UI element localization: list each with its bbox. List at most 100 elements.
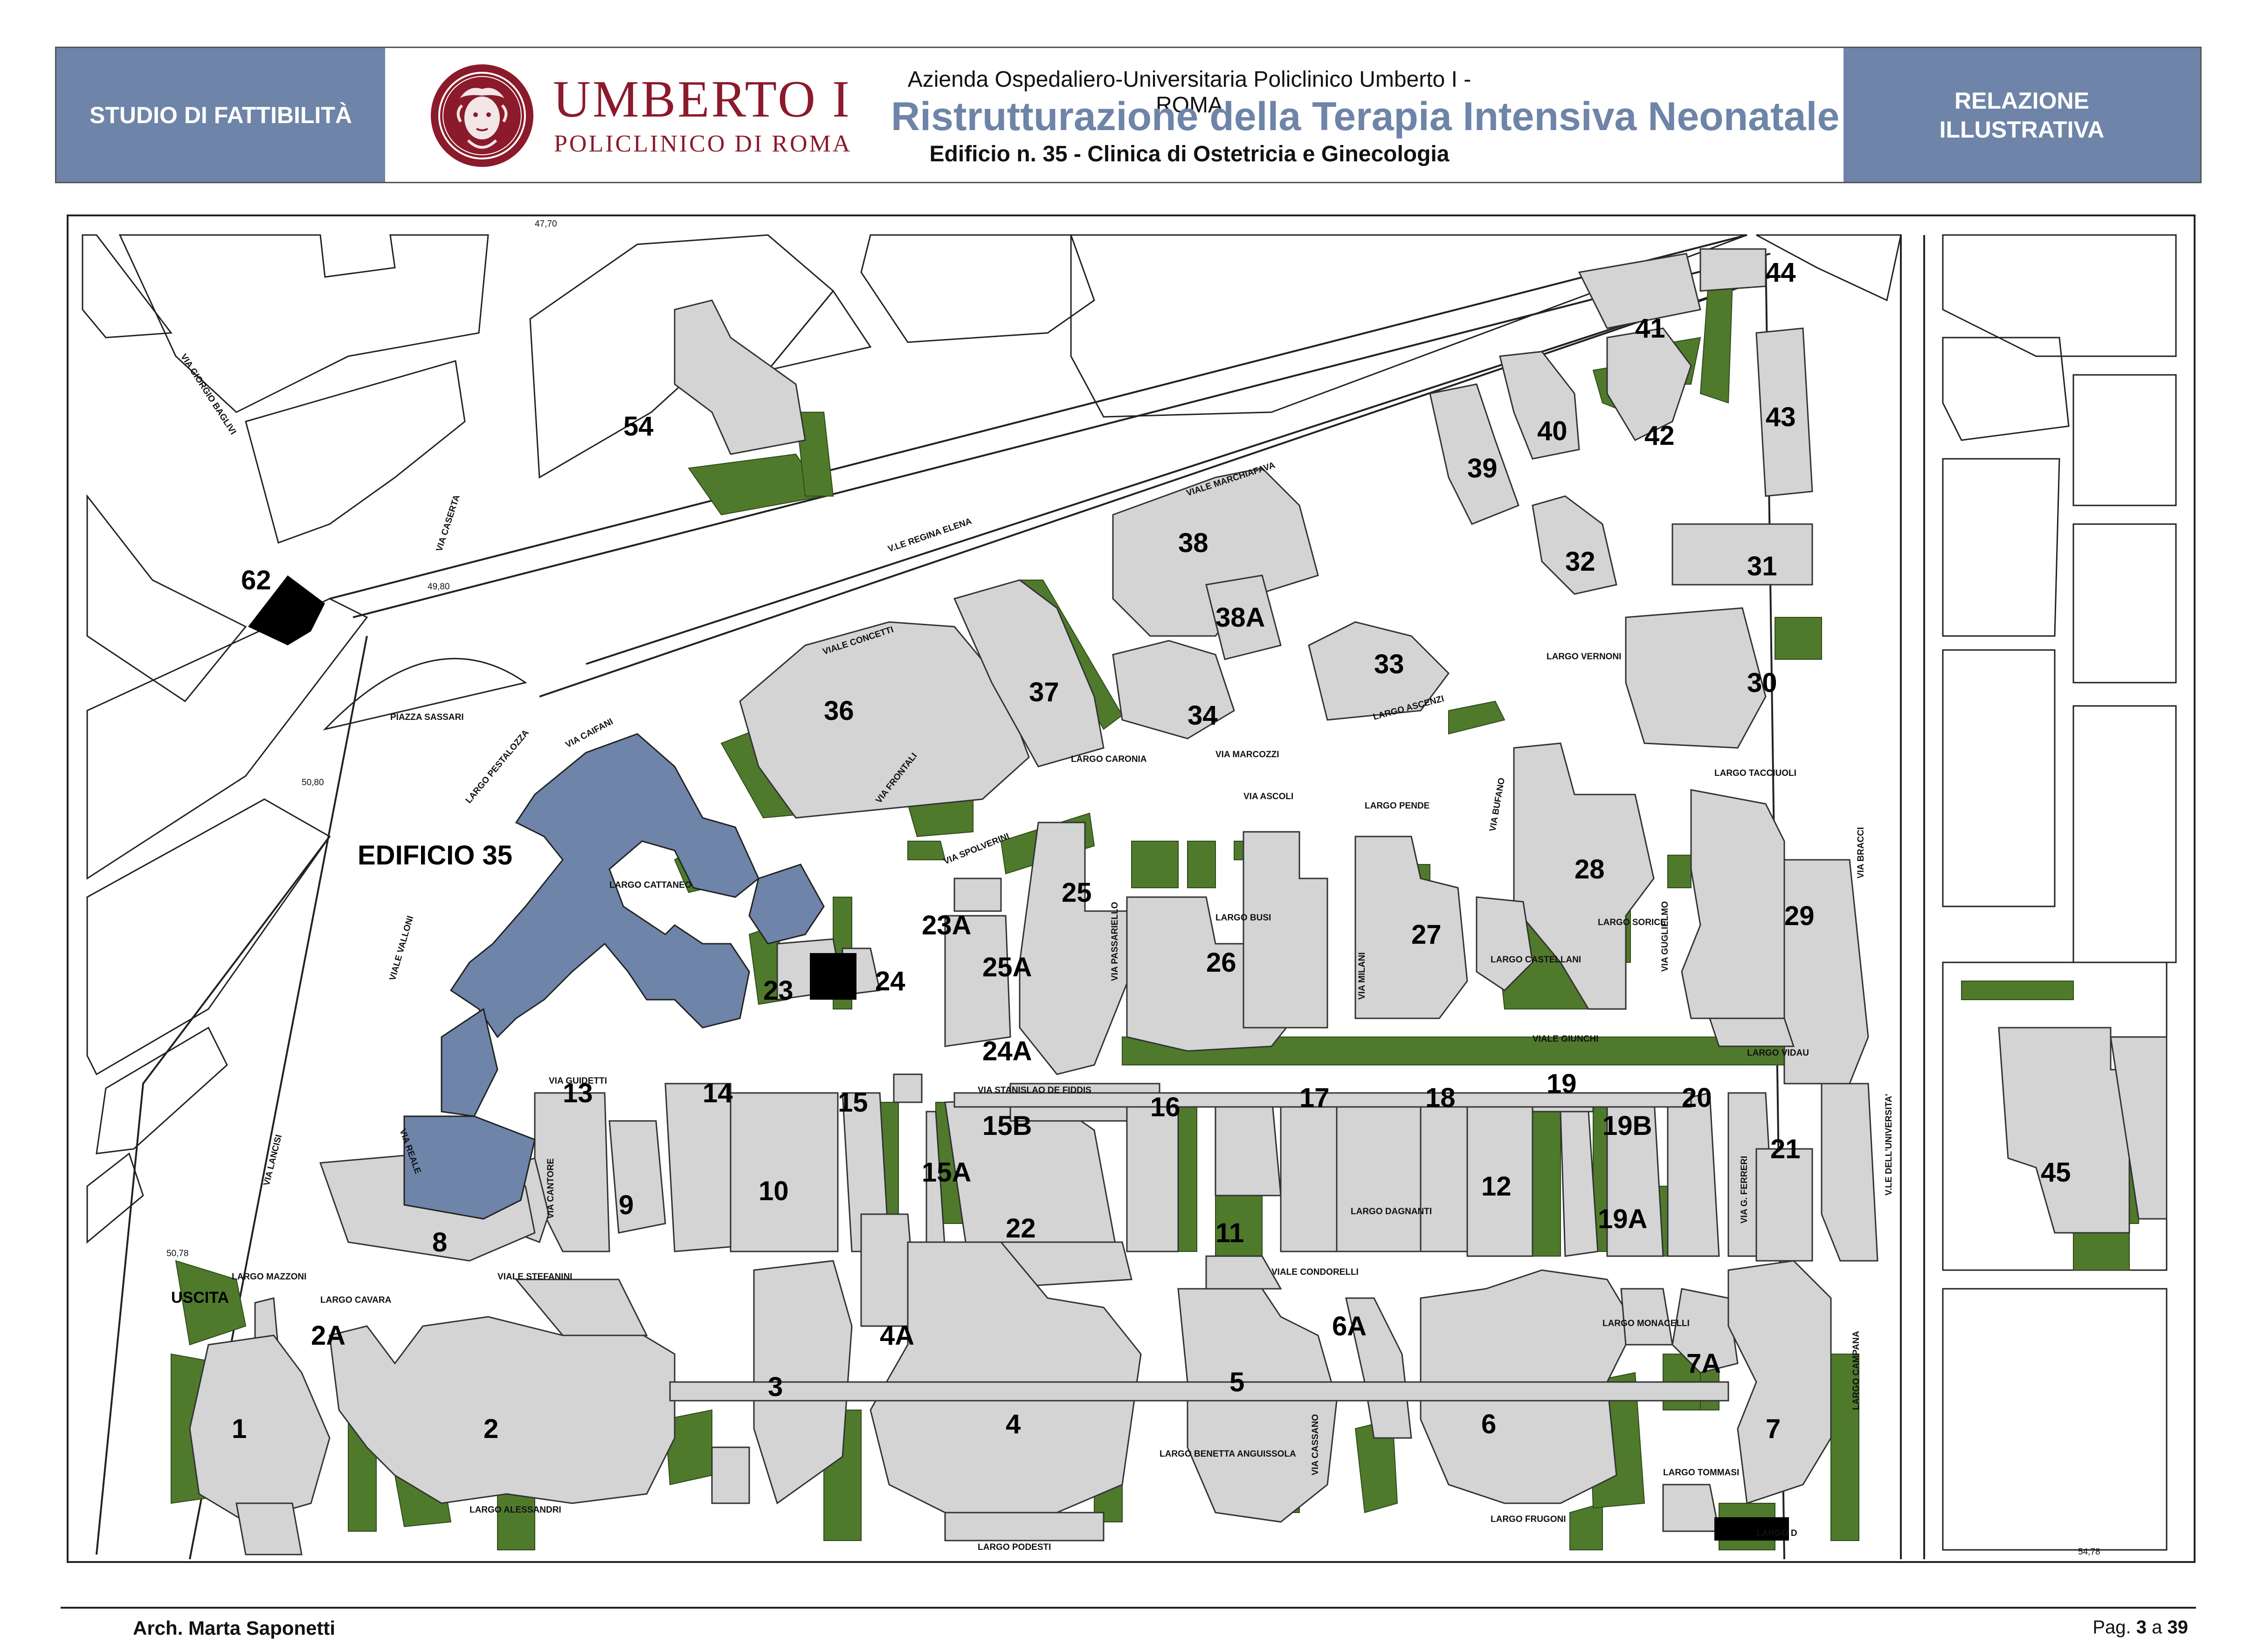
street-label: VIA GUIDETTI xyxy=(549,1076,607,1086)
author-name: Arch. Marta Saponetti xyxy=(133,1617,336,1639)
elevation-marks: 47,70 49,80 50,80 50,78 54,78 xyxy=(166,219,2100,1557)
building-1: 1 xyxy=(232,1414,247,1444)
document-type-line-1: RELAZIONE xyxy=(1954,87,2089,114)
building-24: 24 xyxy=(875,966,905,996)
elevation-label: 50,80 xyxy=(302,778,324,788)
building-20: 20 xyxy=(1682,1083,1712,1113)
building-32: 32 xyxy=(1565,546,1595,577)
street-label: VIA BUFANO xyxy=(1488,777,1507,832)
building-30: 30 xyxy=(1747,668,1777,698)
street-label: LARGO BUSI xyxy=(1215,913,1271,923)
page-prefix: Pag. xyxy=(2092,1617,2131,1638)
building-28: 28 xyxy=(1574,854,1605,885)
street-label: LARGO MONACELLI xyxy=(1602,1319,1690,1328)
elevation-label: 54,78 xyxy=(2078,1547,2100,1557)
building-15b: 15B xyxy=(982,1111,1032,1141)
street-label: VIA CASSANO xyxy=(1311,1414,1320,1475)
building-36: 36 xyxy=(824,696,854,726)
street-label: VIA CASERTA xyxy=(435,493,462,553)
building-4: 4 xyxy=(1006,1409,1021,1439)
building-21: 21 xyxy=(1770,1134,1801,1164)
study-type-text: STUDIO DI FATTIBILITÀ xyxy=(90,102,352,128)
elevation-label: 49,80 xyxy=(428,582,450,592)
street-label: LARGO PESTALOZZA xyxy=(464,728,531,805)
document-type-line-2: ILLUSTRATIVA xyxy=(1939,116,2105,143)
building-39: 39 xyxy=(1467,453,1498,484)
street-label: VIA GUGLIELMO xyxy=(1660,901,1670,972)
elevation-label: 50,78 xyxy=(166,1249,189,1258)
street-label: VIA MARCOZZI xyxy=(1215,750,1279,760)
building-23: 23 xyxy=(763,975,794,1006)
exit-label: USCITA xyxy=(171,1289,229,1306)
building-25a: 25A xyxy=(982,952,1032,982)
street-label: LARGO PODESTI xyxy=(978,1542,1051,1552)
edificio-35-label: EDIFICIO 35 xyxy=(358,840,512,871)
street-label: VIA BRACCI xyxy=(1856,827,1866,878)
street-label: LARGO TACCIUOLI xyxy=(1714,768,1796,778)
building-14: 14 xyxy=(703,1078,733,1108)
street-label: V.LE DELL'UNIVERSITA' xyxy=(1884,1094,1894,1196)
street-label: LARGO CARONIA xyxy=(1071,754,1147,764)
site-plan-map: .b { fill:#d4d4d4; stroke:#333; stroke-w… xyxy=(67,214,2196,1563)
building-19: 19 xyxy=(1547,1069,1577,1099)
logo-name: UMBERTO I xyxy=(553,70,852,128)
building-7a: 7A xyxy=(1686,1348,1721,1379)
study-type-label: STUDIO DI FATTIBILITÀ xyxy=(56,48,385,182)
building-7: 7 xyxy=(1766,1414,1781,1444)
street-label: VIA CANTORE xyxy=(546,1158,556,1219)
building-38a: 38A xyxy=(1215,602,1265,633)
building-41: 41 xyxy=(1635,313,1665,344)
street-label: VIA STANISLAO DE FIDDIS xyxy=(978,1085,1091,1095)
street-label: LARGO CATTANEO xyxy=(609,880,692,890)
elevation-label: 47,70 xyxy=(535,219,557,229)
building-5: 5 xyxy=(1229,1367,1244,1397)
street-label: LARGO VIDAU xyxy=(1747,1048,1809,1058)
building-2: 2 xyxy=(483,1414,498,1444)
building-25: 25 xyxy=(1062,878,1092,908)
building-13: 13 xyxy=(563,1078,593,1108)
footer-divider xyxy=(61,1607,2196,1609)
building-44: 44 xyxy=(1766,257,1796,288)
building-10: 10 xyxy=(759,1176,789,1206)
page-number: 3 xyxy=(2136,1617,2147,1638)
building-27: 27 xyxy=(1411,919,1442,950)
street-label: PIAZZA SASSARI xyxy=(390,712,464,722)
street-label: LARGO CAVARA xyxy=(320,1295,392,1305)
building-34: 34 xyxy=(1188,700,1218,731)
building-15a: 15A xyxy=(922,1157,971,1188)
building-42: 42 xyxy=(1644,421,1675,451)
street-label: LARGO D xyxy=(1756,1528,1797,1538)
building-19a: 19A xyxy=(1598,1204,1647,1234)
street-label: VIA ASCOLI xyxy=(1243,792,1293,802)
surrounding-blocks xyxy=(82,234,2177,1551)
page-separator: a xyxy=(2152,1617,2162,1638)
logo-subtitle: POLICLINICO DI ROMA xyxy=(554,131,852,157)
umberto-logo: UMBERTO I POLICLINICO DI ROMA xyxy=(427,61,893,171)
building-31: 31 xyxy=(1747,551,1777,581)
building-54: 54 xyxy=(623,411,654,442)
page-header: STUDIO DI FATTIBILITÀ UMBERTO I POLICLIN… xyxy=(55,47,2202,183)
building-29: 29 xyxy=(1784,901,1815,931)
building-40: 40 xyxy=(1537,416,1567,446)
street-label: LARGO CASTELLANI xyxy=(1491,955,1581,965)
building-numbers: 54 62 39 40 41 42 43 44 32 31 38 38A 33 … xyxy=(232,257,2071,1444)
street-label: VIA GIORGIO BAGLIVI xyxy=(179,352,238,436)
street-label: LARGO ALESSANDRI xyxy=(470,1505,561,1515)
building-2a: 2A xyxy=(311,1320,345,1351)
street-label: LARGO VERNONI xyxy=(1547,652,1621,662)
building-33: 33 xyxy=(1374,649,1404,679)
building-8: 8 xyxy=(432,1227,447,1258)
street-label: VIA LANCISI xyxy=(262,1134,284,1187)
building-9: 9 xyxy=(619,1190,634,1220)
building-15: 15 xyxy=(838,1087,868,1118)
street-label: LARGO DAGNANTI xyxy=(1351,1207,1432,1217)
building-37: 37 xyxy=(1029,677,1059,707)
organization-name: Azienda Ospedaliero-Universitaria Policl… xyxy=(907,67,1471,118)
building-38: 38 xyxy=(1178,528,1208,558)
street-label: VIALE CONDORELLI xyxy=(1271,1267,1359,1277)
street-label: LARGO CAMPANA xyxy=(1851,1331,1861,1410)
building-12: 12 xyxy=(1481,1171,1512,1202)
building-19b: 19B xyxy=(1602,1111,1652,1141)
building-62: 62 xyxy=(241,565,271,595)
